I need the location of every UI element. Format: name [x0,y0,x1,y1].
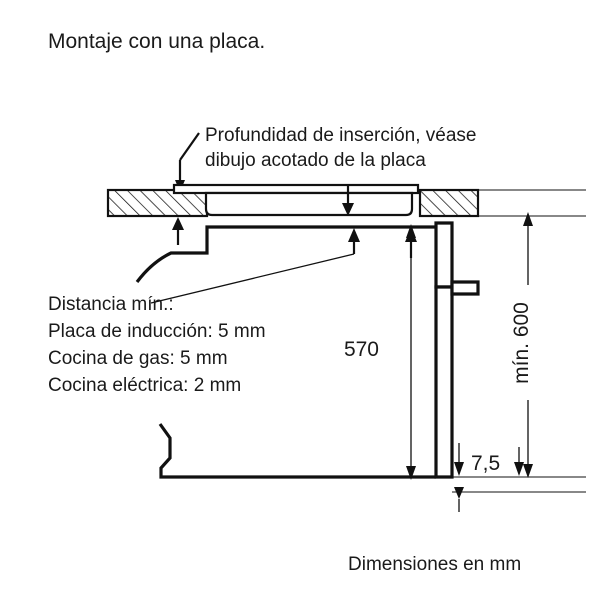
min-distance-heading: Distancia mín.: [48,294,174,315]
dimension-base-gap-label: 7,5 [471,452,500,475]
min-distance-item-1: Cocina de gas: 5 mm [48,348,228,369]
hob-cooktop [172,183,420,217]
insertion-depth-line2: dibujo acotado de la placa [205,150,426,171]
countertop-right-slab [418,188,480,218]
dimension-oven-height-label: 570 [344,338,379,361]
dimension-niche-height-label: mín. 600 [510,302,533,384]
oven-handle [450,280,480,296]
dimension-base-gap: 7,5 [454,443,524,512]
min-distance-item-0: Placa de inducción: 5 mm [48,321,266,342]
oven-front-panel [434,221,454,479]
clearance-arrow-left [172,217,184,245]
oven-body-outline [135,225,436,479]
insertion-depth-leader [175,132,200,192]
units-caption: Dimensiones en mm [348,554,521,575]
clearance-arrow-middle [348,228,360,254]
page-title: Montaje con una placa. [48,30,265,53]
insertion-depth-line1: Profundidad de inserción, véase [205,125,476,146]
niche-extension-lines [452,189,586,493]
hob-depth-arrow [342,184,354,216]
dimension-oven-height: 570 [344,224,416,480]
min-distance-item-2: Cocina eléctrica: 2 mm [48,375,241,396]
min-distance-leader [150,253,355,304]
dimension-niche-height: mín. 600 [510,212,533,478]
